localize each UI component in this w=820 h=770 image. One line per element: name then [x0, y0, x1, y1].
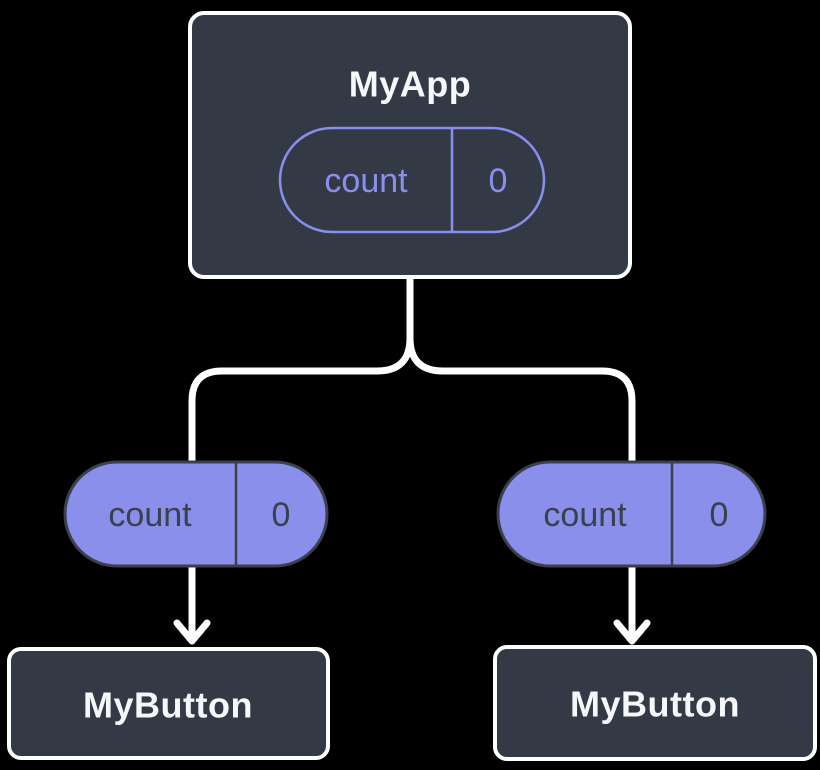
- connector-branch-left: [188, 277, 414, 641]
- child-component-node-left: MyButton: [7, 647, 330, 760]
- prop-pill-left-name: count: [108, 496, 192, 534]
- state-pill: count 0: [278, 126, 546, 234]
- state-pill-outline: [278, 126, 546, 234]
- root-node-box: [188, 11, 632, 279]
- prop-pill-left-value: 0: [272, 496, 291, 534]
- prop-pill-right: count 0: [496, 460, 767, 568]
- prop-pill-right-name: count: [543, 496, 627, 534]
- root-node-title: MyApp: [349, 64, 472, 105]
- root-component-node: MyApp count 0: [188, 11, 632, 279]
- state-pill-name: count: [324, 162, 408, 200]
- connector-branch-right: [406, 277, 636, 641]
- child-component-node-right: MyButton: [493, 645, 817, 761]
- prop-pill-left: count 0: [63, 460, 329, 568]
- prop-pill-left-shape: [63, 460, 329, 568]
- arrow-down-icon: [173, 619, 211, 645]
- child-node-left-title: MyButton: [83, 685, 253, 726]
- child-node-right-box: [493, 645, 817, 761]
- prop-pill-right-value: 0: [710, 496, 729, 534]
- state-pill-value: 0: [489, 162, 508, 200]
- child-node-left-box: [7, 647, 330, 760]
- prop-pill-right-shape: [496, 460, 767, 568]
- connectors: [173, 277, 651, 645]
- child-node-right-title: MyButton: [570, 684, 740, 725]
- arrow-down-icon: [613, 619, 651, 645]
